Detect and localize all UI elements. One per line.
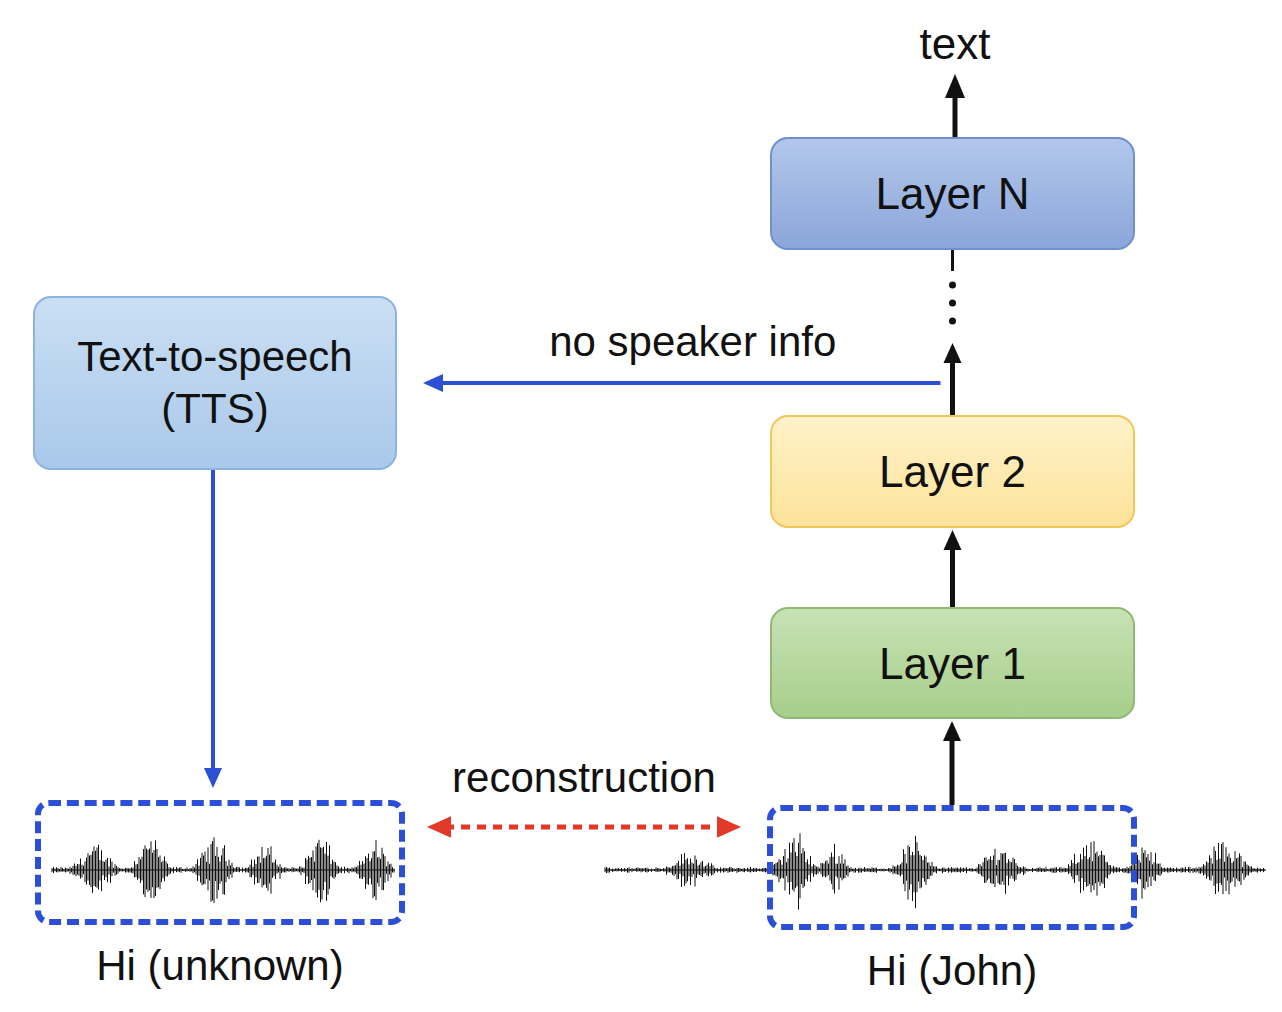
arrowhead [944,343,962,363]
waveform [605,833,1265,909]
connector-line [951,250,954,271]
connector [204,470,222,788]
tts-box: Text-to-speech (TTS) [33,296,397,470]
ellipsis-dot [949,282,956,289]
connector-line [950,737,955,805]
box-label: Layer 2 [879,444,1026,499]
connector-line [950,546,955,607]
waveform-caption: Hi (unknown) [96,943,343,989]
arrowhead [717,816,741,838]
box-label: Layer 1 [879,636,1026,691]
connector-line [211,470,215,772]
arrowhead [204,768,222,788]
layer-box: Layer N [770,137,1135,250]
arrowhead [943,721,961,741]
connector-line [427,381,941,385]
output-arrowhead [945,74,965,98]
output-label: text [920,20,991,68]
layer-box: Layer 2 [770,415,1135,528]
connector [427,816,741,838]
waveform-box: Hi (unknown) [35,800,405,925]
waveforms [52,833,1265,909]
connector [943,721,961,805]
edge-label: reconstruction [448,755,720,801]
ellipsis-dot [949,318,956,325]
layer-box: Layer 1 [770,607,1135,719]
output-arrow [945,74,965,137]
connector-line [445,825,723,830]
connector [944,530,962,607]
arrowhead [427,816,451,838]
connector [423,374,941,392]
box-label: Text-to-speech (TTS) [59,331,371,436]
box-label: Layer N [875,166,1029,221]
waveform [52,837,395,903]
waveform-caption: Hi (John) [867,948,1037,994]
connector [944,250,962,415]
arrowhead [423,374,443,392]
arrowhead [944,530,962,550]
ellipsis-dot [949,300,956,307]
output-line [953,96,958,137]
waveform-box: Hi (John) [767,805,1137,930]
edge-label: no speaker info [545,319,840,365]
connector-line [950,359,955,415]
